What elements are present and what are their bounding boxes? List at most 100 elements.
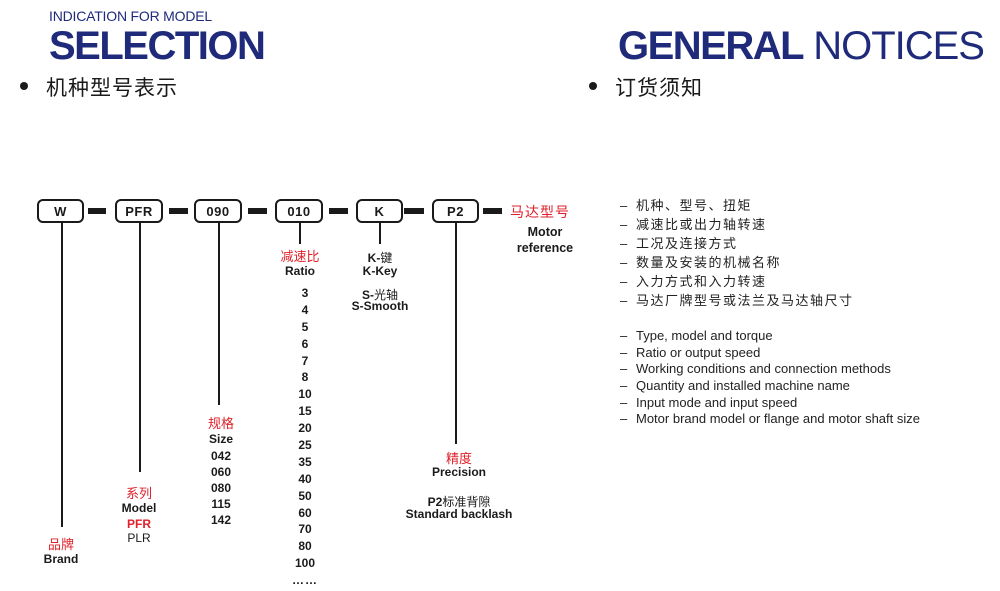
ratio-ellipsis: …… bbox=[292, 573, 318, 588]
size-value: 042 bbox=[210, 449, 232, 463]
model-value-plr: PLR bbox=[127, 531, 151, 545]
precision-connector-line bbox=[455, 222, 457, 444]
ratio-value: 6 bbox=[301, 336, 309, 351]
size-connector-line bbox=[218, 222, 220, 405]
ratio-value: 80 bbox=[298, 539, 312, 554]
selection-subtitle-cn: 机种型号表示 bbox=[46, 77, 178, 100]
ratio-label-en: Ratio bbox=[285, 264, 315, 278]
brand-label-cn: 品牌 bbox=[47, 537, 74, 552]
code-separator bbox=[248, 208, 267, 214]
brand-connector-line bbox=[61, 222, 63, 527]
size-value: 115 bbox=[211, 497, 231, 511]
notice-en-item: –Motor brand model or flange and motor s… bbox=[620, 411, 920, 426]
brand-label-en: Brand bbox=[43, 552, 79, 566]
code-separator bbox=[483, 208, 502, 214]
model-label-cn: 系列 bbox=[125, 486, 152, 501]
notice-en-text: Working conditions and connection method… bbox=[636, 361, 891, 376]
ratio-value: 25 bbox=[298, 438, 312, 453]
shaft-s-cn-text: 光轴 bbox=[373, 288, 398, 302]
precision-code-cn: 标准背隙 bbox=[442, 495, 491, 509]
notice-dash: – bbox=[620, 361, 628, 376]
ratio-value: 15 bbox=[298, 404, 312, 419]
ratio-values-list: 3 4 5 6 7 8 10 15 20 25 35 40 50 60 70 8… bbox=[290, 285, 320, 589]
notice-dash: – bbox=[620, 395, 628, 410]
ratio-value: 8 bbox=[301, 370, 309, 385]
notice-en-text: Motor brand model or flange and motor sh… bbox=[636, 411, 920, 426]
notice-dash: – bbox=[620, 293, 629, 308]
notice-cn-item: –工况及连接方式 bbox=[620, 233, 738, 252]
notice-en-item: –Type, model and torque bbox=[620, 328, 773, 343]
notices-subtitle-cn: 订货须知 bbox=[615, 77, 703, 100]
notice-cn-text: 机种、型号、扭矩 bbox=[636, 198, 753, 213]
notice-dash: – bbox=[620, 198, 629, 213]
ratio-value: 60 bbox=[298, 505, 312, 520]
notice-dash: – bbox=[620, 378, 628, 393]
ratio-value: 3 bbox=[301, 286, 309, 300]
ratio-value: 10 bbox=[298, 387, 312, 402]
eyebrow-title: INDICATION FOR MODEL bbox=[49, 8, 212, 24]
notices-title-bold: GENERAL bbox=[618, 24, 805, 68]
model-value-pfr: PFR bbox=[127, 517, 151, 531]
shaft-s-en: S-Smooth bbox=[351, 299, 409, 313]
size-value: 060 bbox=[210, 465, 232, 479]
notice-dash: – bbox=[620, 411, 628, 426]
ratio-value: 5 bbox=[301, 319, 309, 334]
shaft-k-code: K- bbox=[367, 251, 381, 265]
model-label-en: Model bbox=[121, 501, 157, 515]
notice-en-item: –Ratio or output speed bbox=[620, 345, 760, 360]
notice-en-text: Input mode and input speed bbox=[636, 395, 798, 410]
notice-dash: – bbox=[620, 255, 629, 270]
notice-cn-text: 入力方式和入力转速 bbox=[636, 274, 767, 289]
notice-dash: – bbox=[620, 217, 629, 232]
precision-code-en: Standard backlash bbox=[405, 507, 513, 521]
ratio-value: 35 bbox=[298, 454, 312, 469]
notice-cn-text: 数量及安装的机械名称 bbox=[636, 255, 782, 270]
precision-label-en: Precision bbox=[431, 465, 487, 479]
size-value: 080 bbox=[210, 481, 232, 495]
ratio-value: 70 bbox=[298, 522, 312, 537]
code-separator bbox=[404, 208, 424, 214]
ratio-connector-line bbox=[299, 222, 301, 244]
notice-en-item: –Working conditions and connection metho… bbox=[620, 361, 891, 376]
notice-cn-text: 减速比或出力轴转速 bbox=[636, 217, 767, 232]
notice-en-item: –Input mode and input speed bbox=[620, 395, 797, 410]
motor-ref-cn: 马达型号 bbox=[510, 204, 570, 220]
bullet-icon bbox=[20, 82, 28, 90]
notice-cn-item: –入力方式和入力转速 bbox=[620, 271, 767, 290]
notices-title-thin: NOTICES bbox=[803, 24, 985, 68]
notice-dash: – bbox=[620, 328, 628, 343]
ratio-value: 50 bbox=[298, 488, 312, 503]
notice-en-text: Quantity and installed machine name bbox=[636, 378, 850, 393]
code-separator bbox=[169, 208, 188, 214]
size-value: 142 bbox=[210, 513, 232, 527]
selection-title: SELECTION bbox=[49, 24, 266, 68]
notice-en-text: Type, model and torque bbox=[636, 328, 773, 343]
shaft-s-cn: S-光轴 bbox=[340, 286, 420, 303]
code-box-size: 090 bbox=[194, 199, 242, 223]
precision-code-line: P2标准背隙 bbox=[399, 493, 519, 510]
code-box-shaft: K bbox=[356, 199, 403, 223]
ratio-value: 20 bbox=[298, 421, 312, 436]
shaft-k-en: K-Key bbox=[362, 264, 398, 278]
ratio-label-cn: 减速比 bbox=[280, 249, 320, 264]
precision-code: P2 bbox=[427, 495, 443, 509]
shaft-s-code: S- bbox=[361, 288, 374, 302]
code-box-model: PFR bbox=[115, 199, 163, 223]
code-box-brand: W bbox=[37, 199, 84, 223]
notice-cn-item: –数量及安装的机械名称 bbox=[620, 252, 781, 271]
code-box-precision: P2 bbox=[432, 199, 479, 223]
notice-cn-item: –机种、型号、扭矩 bbox=[620, 195, 752, 214]
ratio-value: 4 bbox=[301, 302, 309, 317]
size-values-list: 042 060 080 115 142 bbox=[201, 448, 241, 528]
code-box-ratio: 010 bbox=[275, 199, 323, 223]
notice-cn-item: –马达厂牌型号或法兰及马达轴尺寸 bbox=[620, 290, 854, 309]
notice-cn-text: 马达厂牌型号或法兰及马达轴尺寸 bbox=[636, 293, 854, 308]
notice-cn-item: –减速比或出力轴转速 bbox=[620, 214, 767, 233]
notice-en-text: Ratio or output speed bbox=[636, 345, 761, 360]
size-label-en: Size bbox=[208, 432, 233, 446]
code-separator bbox=[88, 208, 106, 214]
precision-label-cn: 精度 bbox=[445, 451, 472, 466]
shaft-k-cn-text: 键 bbox=[380, 251, 393, 265]
ratio-value: 7 bbox=[301, 353, 309, 368]
ratio-value: 100 bbox=[294, 556, 316, 571]
